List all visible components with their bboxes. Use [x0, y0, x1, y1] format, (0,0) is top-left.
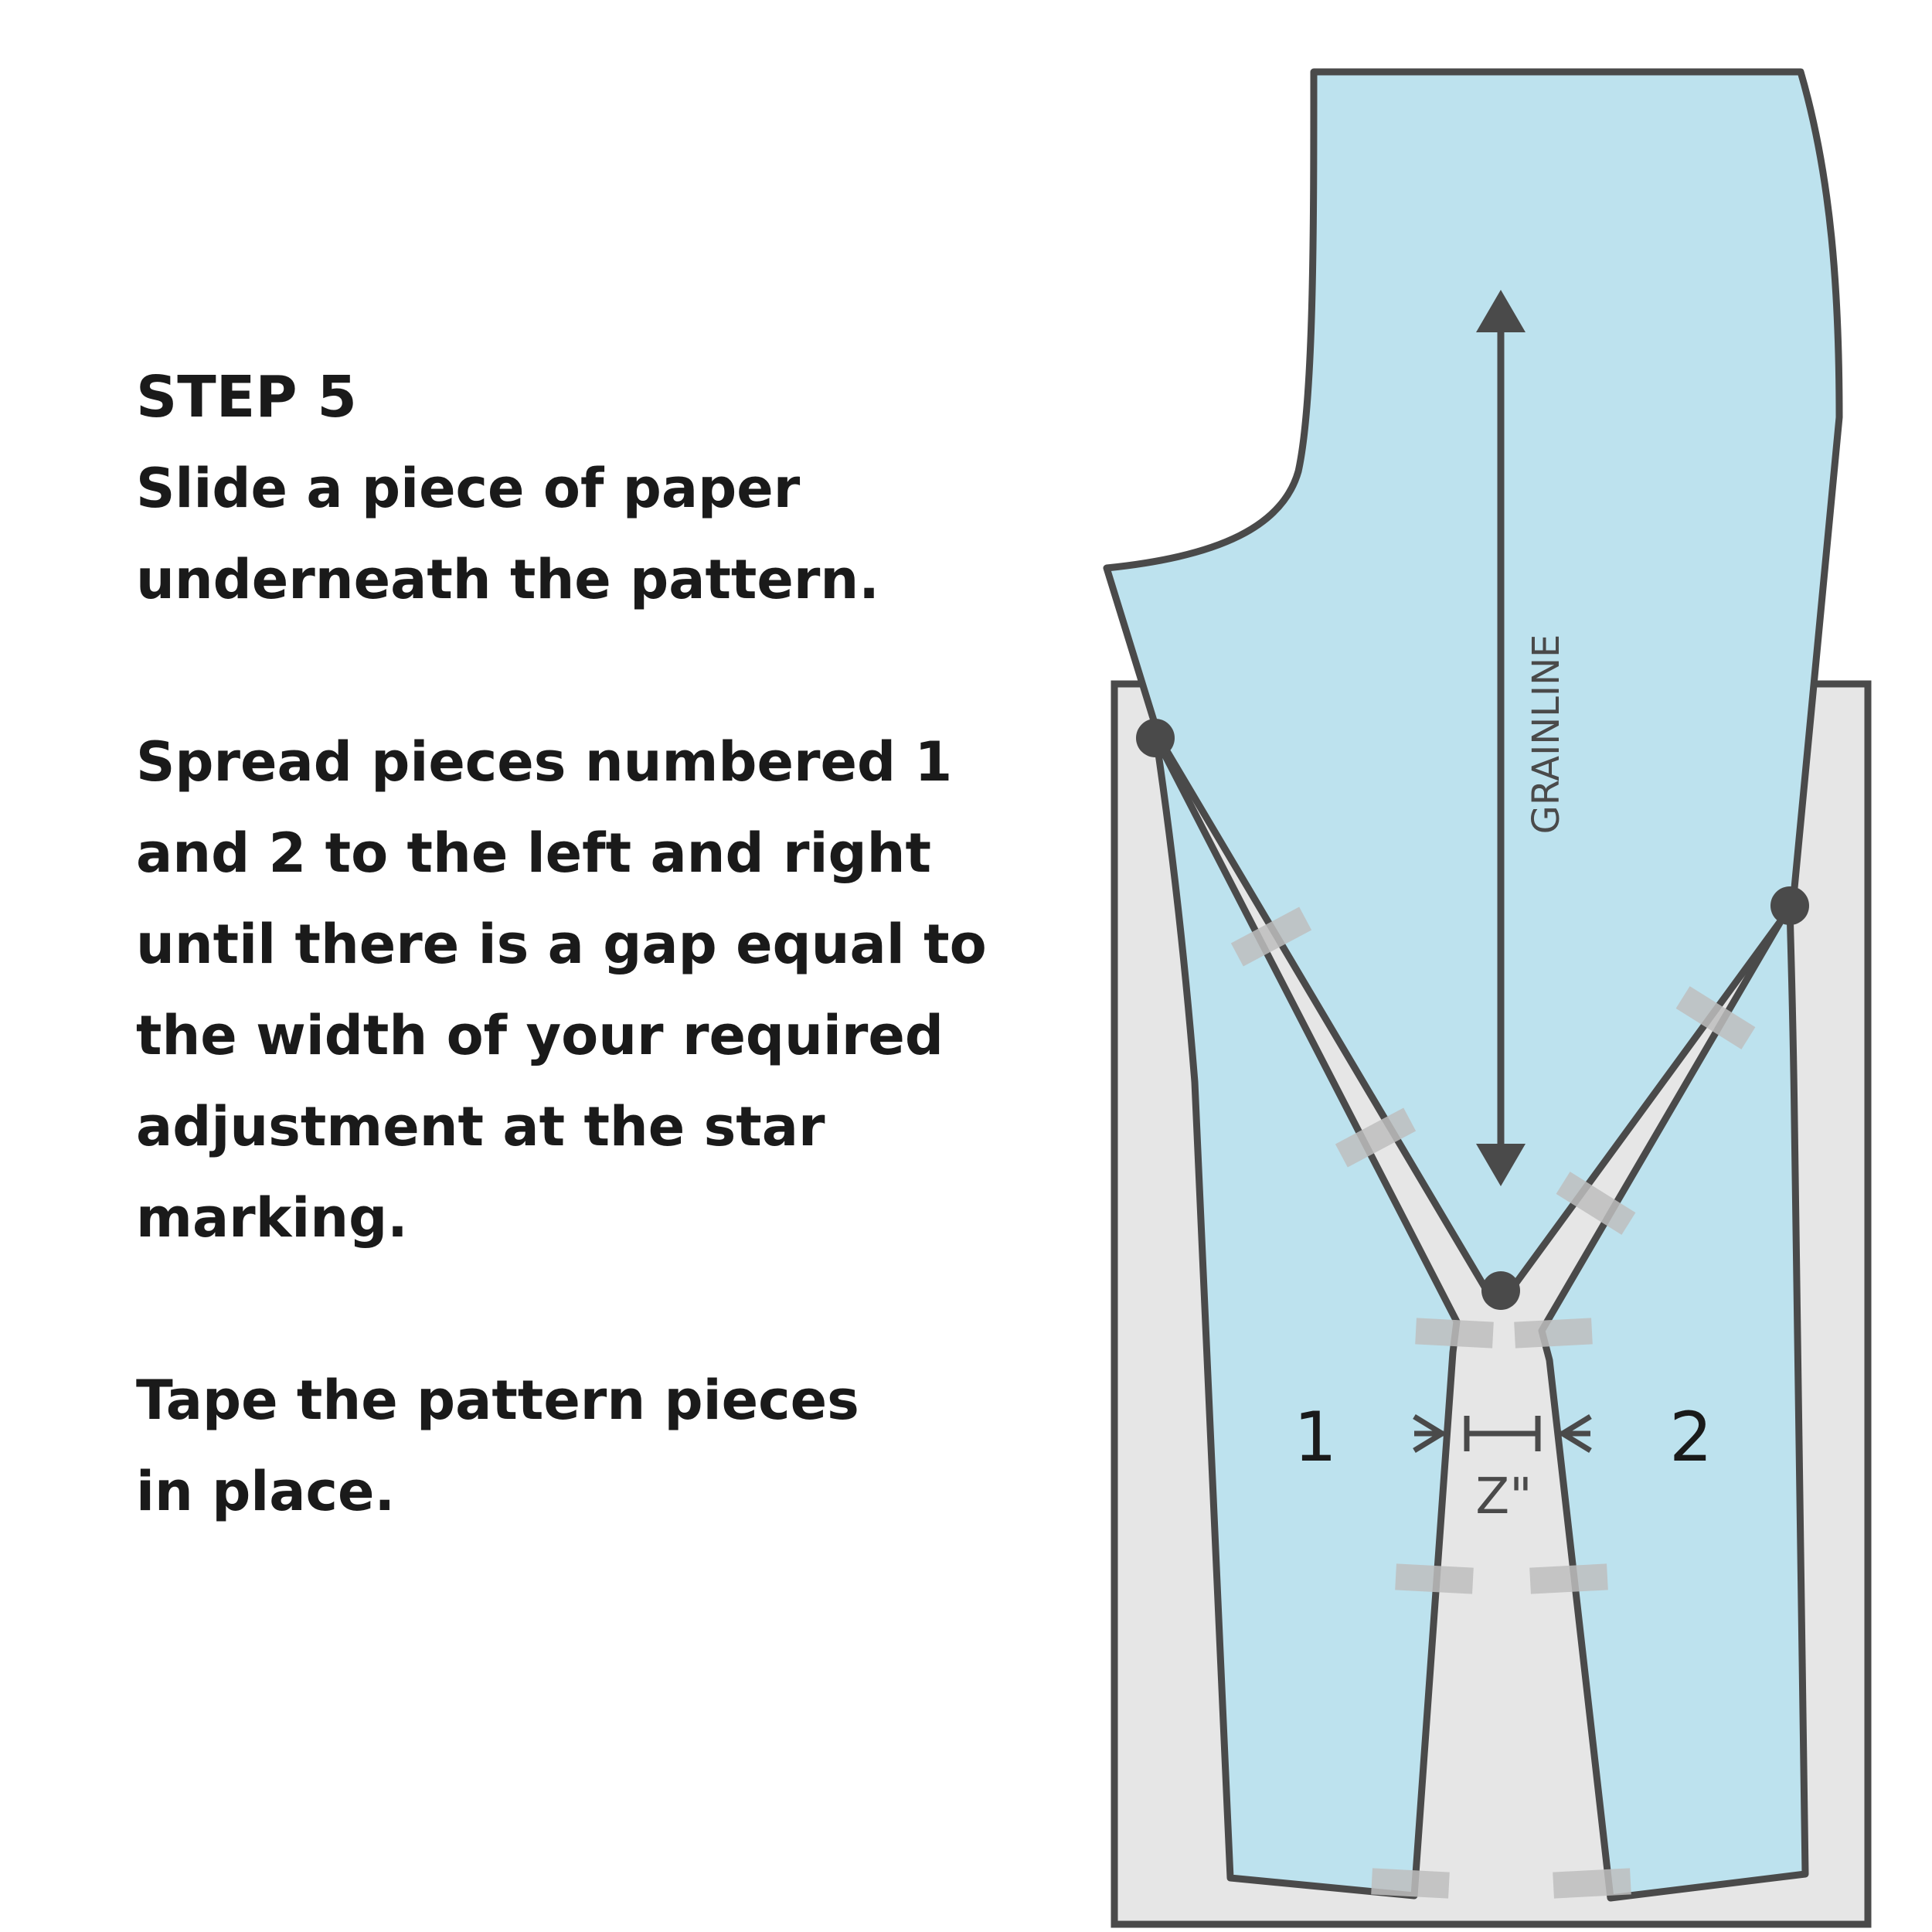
step-title: STEP 5: [136, 364, 357, 430]
tape-strip: [1553, 1868, 1631, 1899]
instruction-paragraph-2: Spread pieces numbered 1 and 2 to the le…: [136, 716, 987, 1264]
tape-strip: [1335, 1107, 1417, 1168]
tape-strip: [1371, 1868, 1450, 1899]
instruction-line: and 2 to the left and right: [136, 821, 931, 885]
tape-strip: [1529, 1563, 1608, 1594]
pattern-piece-1: [1152, 734, 1461, 1900]
instruction-line: adjustment at the star: [136, 1094, 825, 1158]
piece-1-label: 1: [1294, 1397, 1337, 1477]
instruction-line: underneath the pattern.: [136, 547, 879, 611]
instruction-line: Slide a piece of paper: [136, 456, 801, 520]
tape-strip: [1514, 1318, 1593, 1349]
instruction-line: Tape the pattern pieces: [136, 1368, 859, 1432]
pattern-upper-piece: [1103, 68, 1843, 1310]
piece-2-label: 2: [1669, 1397, 1713, 1477]
instruction-line: the width of your required: [136, 1003, 944, 1067]
pivot-point-center: [1481, 1271, 1520, 1310]
instruction-paragraph-3: Tape the pattern pieces in place.: [136, 1355, 986, 1537]
tape-strip: [1230, 906, 1312, 967]
grainline-arrowhead-up: [1476, 290, 1526, 332]
tape-strips: [1230, 906, 1756, 1899]
grainline-arrow: [1476, 290, 1526, 1186]
gap-label: Z": [1475, 1468, 1532, 1526]
pivot-point-right: [1770, 886, 1809, 925]
instructions: STEP 5 Slide a piece of paper underneath…: [136, 363, 987, 1537]
tape-strip: [1675, 986, 1756, 1049]
instruction-paragraph-1: Slide a piece of paper underneath the pa…: [136, 443, 986, 625]
grainline-label: GRAINLINE: [1525, 634, 1568, 835]
gap-measurement: [1413, 1414, 1592, 1453]
instruction-line: in place.: [136, 1459, 396, 1523]
instruction-line: marking.: [136, 1185, 408, 1250]
grainline-arrowhead-down: [1476, 1144, 1526, 1186]
pivot-point-left: [1136, 719, 1175, 757]
tape-strip: [1415, 1318, 1494, 1349]
instruction-line: Spread pieces numbered 1: [136, 730, 953, 794]
tape-strip: [1395, 1563, 1474, 1594]
tape-strip: [1556, 1172, 1636, 1235]
instruction-line: until there is a gap equal to: [136, 912, 987, 976]
pattern-piece-2: [1538, 902, 1809, 1902]
